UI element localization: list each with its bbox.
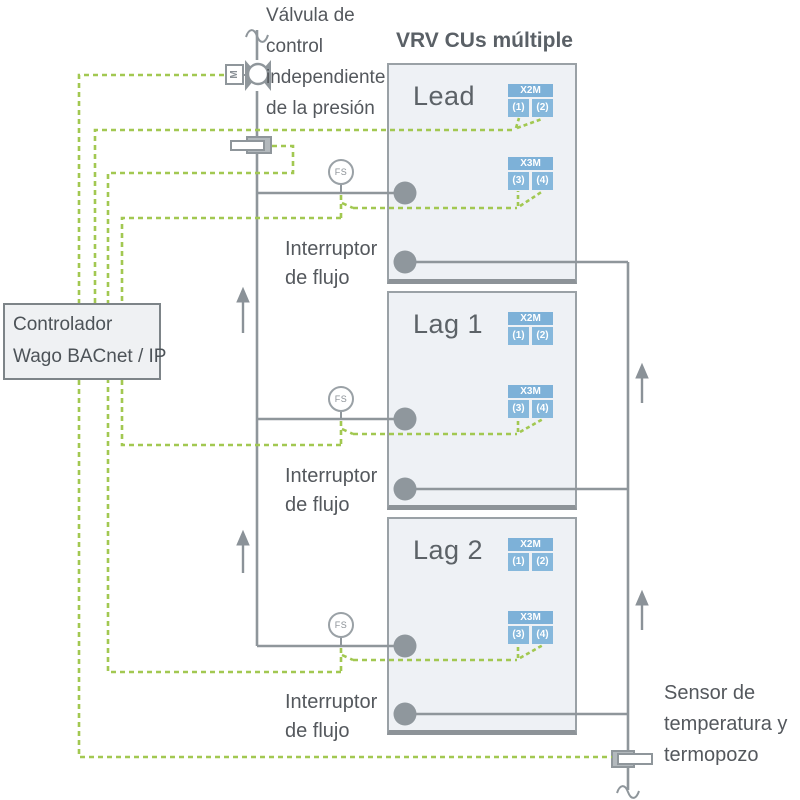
- x2m-terminal-block: X2M (1) (2): [508, 538, 553, 574]
- x2m-terminal-2: (2): [532, 327, 553, 345]
- controller-label-line1: Controlador: [13, 314, 113, 335]
- controller-box: Controlador Wago BACnet / IP: [3, 303, 167, 380]
- x3m-terminal-4: (4): [532, 626, 553, 644]
- flow-switch-label-line: Interruptor: [285, 691, 378, 713]
- unit-port: [393, 477, 417, 501]
- unit-port: [393, 407, 417, 431]
- valve-control-wire: [77, 73, 224, 303]
- x3m-terminal-4: (4): [532, 400, 553, 418]
- unit-title: Lag 2: [413, 535, 484, 565]
- x2m-lead-wire: [93, 117, 543, 303]
- unit-port: [393, 181, 417, 205]
- vrv-unit-lag1: Lag 1 X2M (1) (2) X3M (3) (4): [387, 291, 577, 510]
- temp-sensor-label-line: termopozo: [664, 744, 759, 766]
- valve-label-line: control: [266, 36, 324, 57]
- x3m-terminal-block: X3M (3) (4): [508, 611, 553, 647]
- controller-label-line2: Wago BACnet / IP: [13, 346, 167, 367]
- unit-title: Lead: [413, 81, 476, 111]
- x3m-terminal-3: (3): [508, 172, 529, 190]
- valve-actuator: M: [225, 64, 244, 85]
- insertion-sensor-wire: [106, 144, 295, 303]
- unit-port: [393, 702, 417, 726]
- vrv-unit-lag2: Lag 2 X2M (1) (2) X3M (3) (4): [387, 517, 577, 735]
- flow-switch-label-line: de flujo: [285, 720, 350, 742]
- pipe-break-icon: [245, 29, 269, 43]
- return-pipe: [405, 260, 630, 790]
- fs-wire-lag1: [120, 380, 544, 447]
- fs-tag: FS: [334, 167, 348, 177]
- flow-switch-label-line: Interruptor: [285, 465, 378, 487]
- unit-pipe-ports: [393, 181, 417, 726]
- unit-title: Lag 1: [413, 309, 484, 339]
- temp-sensor-wire: [77, 380, 612, 759]
- flow-arrow-up: [635, 362, 649, 403]
- valve-label: Válvula de control independiente de la p…: [266, 0, 385, 124]
- diagram-title: VRV CUs múltiple: [396, 29, 573, 52]
- flow-arrows: [236, 286, 649, 630]
- flow-switch-indicator-lead: FS: [328, 159, 354, 185]
- fs-wire-lead: [120, 189, 544, 303]
- flow-switch-label-line: Interruptor: [285, 238, 378, 260]
- x3m-terminal-4: (4): [532, 172, 553, 190]
- x3m-terminal-header: X3M: [508, 157, 553, 170]
- unit-port: [393, 250, 417, 274]
- vrv-unit-lead: Lead X2M (1) (2) X3M (3) (4): [387, 63, 577, 284]
- x2m-terminal-2: (2): [532, 99, 553, 117]
- x3m-terminal-3: (3): [508, 400, 529, 418]
- x3m-terminal-3: (3): [508, 626, 529, 644]
- temp-sensor-label-line: temperatura y: [664, 713, 788, 735]
- flow-switch-label-line: de flujo: [285, 267, 350, 289]
- x2m-terminal-block: X2M (1) (2): [508, 312, 553, 348]
- unit-port: [393, 634, 417, 658]
- pressure-valve-icon: [244, 60, 271, 91]
- flow-switch-indicator-lag1: FS: [328, 386, 354, 412]
- x3m-terminal-block: X3M (3) (4): [508, 385, 553, 421]
- x2m-terminal-header: X2M: [508, 312, 553, 325]
- x3m-terminal-header: X3M: [508, 385, 553, 398]
- flow-arrow-up: [635, 589, 649, 630]
- x2m-terminal-1: (1): [508, 553, 529, 571]
- x2m-terminal-2: (2): [532, 553, 553, 571]
- temp-sensor-label: Sensor de temperatura y termopozo: [664, 678, 787, 771]
- x2m-terminal-1: (1): [508, 99, 529, 117]
- fs-wire-lag2: [106, 380, 544, 674]
- temp-sensor-icon: [611, 750, 653, 768]
- valve-actuator-tag: M: [229, 70, 240, 79]
- flow-switch-label-line: de flujo: [285, 494, 350, 516]
- valve-label-line: independiente: [266, 67, 386, 88]
- supply-pipe: [255, 30, 405, 648]
- x2m-terminal-block: X2M (1) (2): [508, 84, 553, 120]
- x3m-terminal-header: X3M: [508, 611, 553, 624]
- x2m-terminal-header: X2M: [508, 538, 553, 551]
- flow-switch-label-lag1: Interruptor de flujo: [285, 462, 377, 520]
- flow-arrow-up: [236, 529, 250, 573]
- insertion-sensor-icon: [230, 136, 272, 154]
- flow-arrow-up: [236, 286, 250, 333]
- valve-label-line: de la presión: [266, 98, 375, 119]
- x3m-terminal-block: X3M (3) (4): [508, 157, 553, 193]
- x2m-terminal-header: X2M: [508, 84, 553, 97]
- temp-sensor-label-line: Sensor de: [664, 682, 756, 704]
- pipe-break-icon: [616, 785, 640, 799]
- valve-label-line: Válvula de: [266, 5, 355, 26]
- fs-tag: FS: [334, 620, 348, 630]
- fs-tag: FS: [334, 394, 348, 404]
- flow-switch-indicator-lag2: FS: [328, 612, 354, 638]
- flow-switch-label-lead: Interruptor de flujo: [285, 235, 377, 293]
- x2m-terminal-1: (1): [508, 327, 529, 345]
- flow-switch-label-lag2: Interruptor de flujo: [285, 688, 377, 746]
